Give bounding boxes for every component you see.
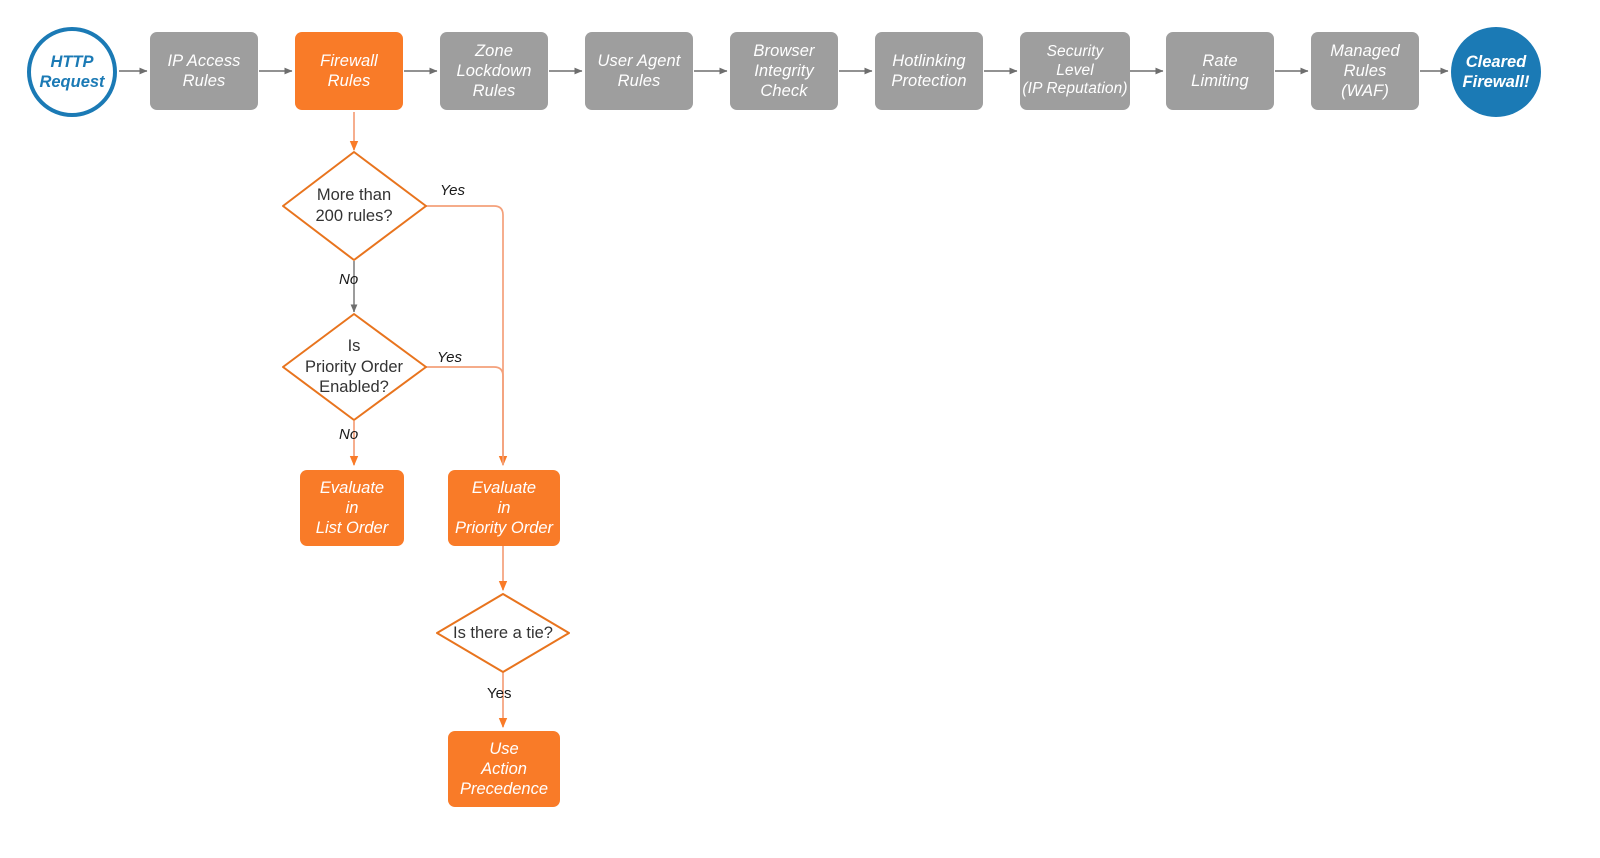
- node-hotlinking-protection[interactable]: Hotlinking Protection: [875, 32, 983, 110]
- node-rate-limiting[interactable]: Rate Limiting: [1166, 32, 1274, 110]
- node-use-action-precedence-label: Use Action Precedence: [459, 739, 549, 799]
- node-security-level[interactable]: Security Level (IP Reputation): [1020, 32, 1130, 110]
- node-evaluate-in-list-order-label: Evaluate in List Order: [315, 478, 389, 538]
- node-browser-integrity-check-label: Browser Integrity Check: [753, 41, 815, 101]
- diamond-is-priority-order-enabled[interactable]: [282, 313, 427, 421]
- node-evaluate-in-list-order[interactable]: Evaluate in List Order: [300, 470, 404, 546]
- diamond-is-there-a-tie[interactable]: [436, 593, 570, 673]
- node-http-request-label: HTTP Request: [39, 52, 105, 91]
- node-user-agent-rules[interactable]: User Agent Rules: [585, 32, 693, 110]
- node-zone-lockdown-rules[interactable]: Zone Lockdown Rules: [440, 32, 548, 110]
- node-managed-rules-waf[interactable]: Managed Rules (WAF): [1311, 32, 1419, 110]
- edge-label-priority-order-yes: Yes: [437, 349, 463, 366]
- edge-more-than-200-yes: [426, 205, 508, 466]
- node-firewall-rules-label: Firewall Rules: [320, 51, 378, 90]
- node-firewall-rules[interactable]: Firewall Rules: [295, 32, 403, 110]
- edge-label-more-than-200-yes: Yes: [440, 182, 466, 199]
- edge-label-priority-order-no: No: [339, 426, 359, 443]
- node-rate-limiting-label: Rate Limiting: [1191, 51, 1249, 90]
- node-security-level-label: Security Level (IP Reputation): [1022, 42, 1128, 98]
- node-zone-lockdown-rules-label: Zone Lockdown Rules: [456, 41, 532, 101]
- node-cleared-firewall[interactable]: Cleared Firewall!: [1451, 27, 1541, 117]
- edge-label-tie-yes: Yes: [487, 685, 512, 702]
- node-user-agent-rules-label: User Agent Rules: [597, 51, 681, 90]
- node-evaluate-in-priority-order-label: Evaluate in Priority Order: [454, 478, 554, 538]
- node-cleared-firewall-label: Cleared Firewall!: [1462, 52, 1530, 91]
- node-evaluate-in-priority-order[interactable]: Evaluate in Priority Order: [448, 470, 560, 546]
- edge-priority-order-yes: [426, 366, 504, 465]
- node-hotlinking-protection-label: Hotlinking Protection: [891, 51, 967, 90]
- node-http-request[interactable]: HTTP Request: [27, 27, 117, 117]
- node-use-action-precedence[interactable]: Use Action Precedence: [448, 731, 560, 807]
- diamond-more-than-200-rules[interactable]: [282, 151, 427, 261]
- node-browser-integrity-check[interactable]: Browser Integrity Check: [730, 32, 838, 110]
- node-ip-access-rules[interactable]: IP Access Rules: [150, 32, 258, 110]
- edge-label-more-than-200-no: No: [339, 271, 359, 288]
- node-managed-rules-waf-label: Managed Rules (WAF): [1330, 41, 1400, 101]
- node-ip-access-rules-label: IP Access Rules: [167, 51, 241, 90]
